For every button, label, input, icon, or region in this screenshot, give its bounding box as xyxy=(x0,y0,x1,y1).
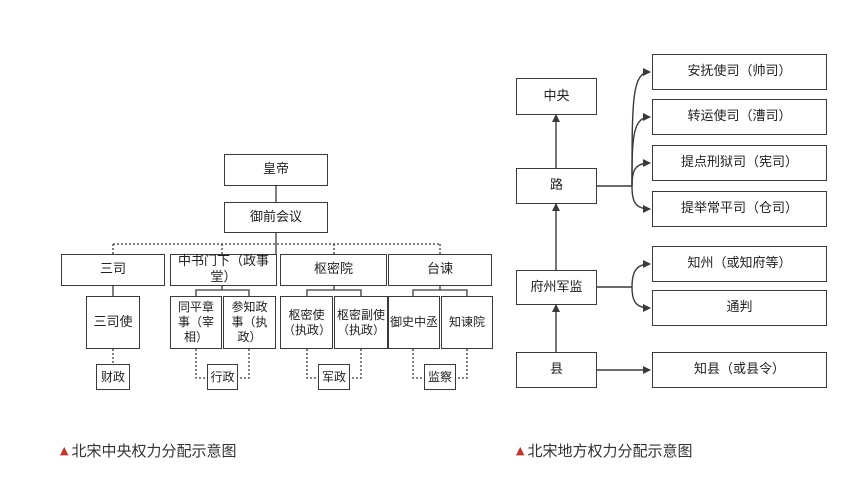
office-tongpan: 通判 xyxy=(652,290,827,326)
power-supervision: 监察 xyxy=(424,364,456,390)
triangle-marker-icon: ▲ xyxy=(516,444,525,457)
prefecture-box: 府州军监 xyxy=(516,270,597,305)
circuit-box: 路 xyxy=(516,168,597,204)
office-tidianxingyu: 提点刑狱司（宪司） xyxy=(652,145,827,181)
central-caption: ▲ 北宋中央权力分配示意图 xyxy=(60,440,236,461)
official-tongpingzhangshi: 同平章事（宰相） xyxy=(170,296,222,349)
emperor-box: 皇帝 xyxy=(224,154,328,186)
power-military: 军政 xyxy=(318,364,350,390)
official-shumifushi: 枢密副使（执政） xyxy=(334,296,388,349)
local-caption-text: 北宋地方权力分配示意图 xyxy=(527,442,693,460)
office-zhizhou: 知州（或知府等） xyxy=(652,246,827,282)
center-box: 中央 xyxy=(516,78,597,115)
local-caption: ▲ 北宋地方权力分配示意图 xyxy=(516,440,692,461)
official-yushizhongcheng: 御史中丞 xyxy=(388,296,440,349)
dept-taijian: 台谏 xyxy=(388,254,492,286)
official-sansishi: 三司使 xyxy=(86,296,140,349)
office-tijuchangping: 提举常平司（仓司） xyxy=(652,191,827,227)
power-finance: 财政 xyxy=(96,364,130,390)
triangle-marker-icon: ▲ xyxy=(60,444,69,457)
central-caption-text: 北宋中央权力分配示意图 xyxy=(71,442,237,460)
official-canzhizhengshi: 参知政事（执政） xyxy=(223,296,276,349)
dept-shumiyuan: 枢密院 xyxy=(280,254,387,286)
official-zhijianyuan: 知谏院 xyxy=(441,296,493,349)
power-administration: 行政 xyxy=(207,364,238,390)
office-zhuanyunshi: 转运使司（漕司） xyxy=(652,99,827,135)
county-box: 县 xyxy=(516,352,597,388)
office-anfushi: 安抚使司（帅司） xyxy=(652,54,827,90)
official-shumishi: 枢密使（执政） xyxy=(280,296,333,349)
dept-zhongshu: 中书门下（政事堂） xyxy=(170,254,277,286)
council-box: 御前会议 xyxy=(224,202,328,233)
office-zhixian: 知县（或县令） xyxy=(652,352,827,388)
dept-sansi: 三司 xyxy=(61,254,165,286)
